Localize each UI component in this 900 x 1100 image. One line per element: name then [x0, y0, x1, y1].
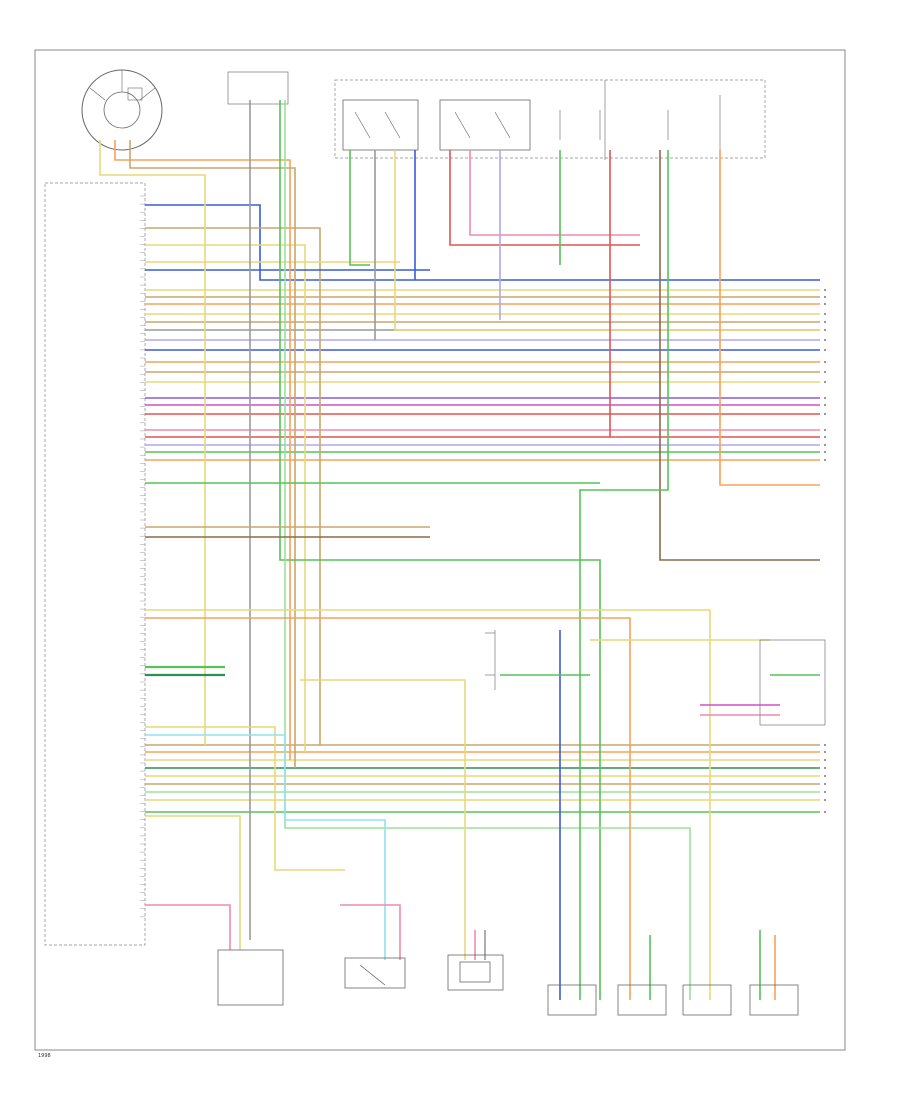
right-pin-dot	[824, 289, 826, 291]
injector-1	[547, 984, 597, 1016]
right-switch-component	[759, 639, 826, 726]
right-pin-dot	[824, 436, 826, 438]
mid-yellow-run	[145, 609, 711, 1000]
lower-pink-run	[145, 904, 231, 950]
right-pin-dot	[824, 381, 826, 383]
bottom-sensor-1	[217, 949, 284, 1006]
lower-cyan-run	[145, 734, 386, 960]
right-pin-dot	[824, 744, 826, 746]
relay-brown-1	[659, 150, 820, 561]
right-pin-dot	[824, 451, 826, 453]
injector-4	[749, 984, 799, 1016]
relay-2	[439, 99, 531, 151]
relay-1	[342, 99, 419, 151]
injector-3	[682, 984, 732, 1016]
distributor-orange-wire	[114, 140, 291, 760]
right-connector-pins	[824, 289, 826, 813]
right-pin-dot	[824, 429, 826, 431]
top-light-green-wire	[284, 100, 691, 1000]
right-pin-dot	[824, 404, 826, 406]
relay-yellow-1	[394, 150, 820, 331]
lower-pink-2	[340, 904, 401, 960]
top-green-wire	[279, 100, 601, 1000]
right-pin-dot	[824, 775, 826, 777]
relay-green-1	[349, 150, 370, 266]
distributor-component	[81, 69, 163, 151]
footer-label: 1998	[38, 1053, 51, 1059]
right-pin-dot	[824, 811, 826, 813]
right-pin-dot	[824, 329, 826, 331]
right-pin-dot	[824, 321, 826, 323]
right-pin-dot	[824, 751, 826, 753]
right-pin-dot	[824, 759, 826, 761]
right-pin-dot	[824, 296, 826, 298]
right-pin-dot	[824, 303, 826, 305]
mid-yellow-down	[300, 679, 466, 960]
power-distribution-center	[334, 79, 766, 159]
relay-pink-1	[469, 150, 640, 236]
mid-splice-connector	[485, 630, 496, 690]
bottom-sensor-2	[344, 957, 406, 989]
lower-yellow-2	[145, 815, 241, 950]
diagram-frame	[34, 49, 846, 1051]
right-pin-dot	[824, 783, 826, 785]
top-sensor-connector	[227, 71, 289, 105]
right-pin-dot	[824, 397, 826, 399]
relay-red-1	[449, 150, 640, 246]
pcm-pin-column	[140, 195, 145, 918]
right-pin-dot	[824, 361, 826, 363]
fuse-markers	[559, 80, 721, 160]
relay-orange-1	[719, 150, 820, 486]
lower-yellow-run	[145, 726, 345, 871]
right-pin-dot	[824, 444, 826, 446]
right-pin-dot	[824, 791, 826, 793]
distributor-yellow-wire	[99, 140, 206, 745]
relay-green-3	[579, 150, 669, 1000]
tan-sensor-wire	[145, 227, 321, 745]
right-pin-dot	[824, 349, 826, 351]
distributor-tan-wire	[129, 140, 296, 768]
mid-orange-run	[145, 617, 631, 1000]
right-pin-dot	[824, 339, 826, 341]
right-pin-dot	[824, 313, 826, 315]
bottom-sensor-3	[447, 954, 504, 991]
blue-power-wire	[145, 204, 820, 281]
right-pin-dot	[824, 767, 826, 769]
right-pin-dot	[824, 413, 826, 415]
pcm-module-box	[44, 182, 146, 946]
wire-harness	[99, 100, 820, 1000]
right-pin-dot	[824, 799, 826, 801]
yellow-sensor-wire	[145, 244, 306, 752]
right-pin-dot	[824, 371, 826, 373]
right-pin-dot	[824, 459, 826, 461]
injector-2	[617, 984, 667, 1016]
